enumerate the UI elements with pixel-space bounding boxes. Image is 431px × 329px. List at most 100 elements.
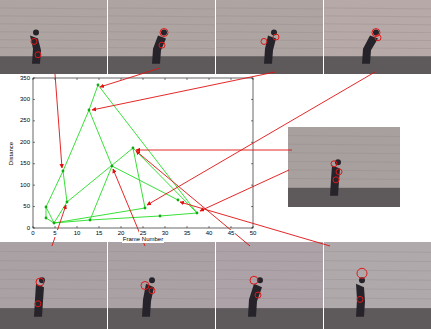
ground: [0, 56, 107, 74]
leader-arrow: [136, 150, 292, 151]
person: [34, 284, 44, 317]
wall: [108, 0, 215, 74]
graph-edge: [90, 216, 160, 220]
tick-label: 40: [205, 230, 214, 237]
wall: [324, 242, 431, 329]
graph-point: [62, 170, 65, 173]
tracking-circle: [250, 276, 258, 284]
y-tick: [251, 185, 253, 186]
graph-edge: [89, 110, 112, 166]
tick-label: 350: [19, 75, 31, 82]
y-tick: [251, 99, 253, 100]
wall: [288, 127, 400, 207]
wall-seam: [108, 298, 215, 299]
graph-edge: [63, 171, 67, 202]
tracking-circle: [255, 292, 261, 298]
ground: [108, 56, 215, 74]
leader-arrow: [100, 68, 160, 87]
wall-seam: [324, 251, 431, 252]
graph-point: [89, 219, 92, 222]
wall-seam: [0, 8, 107, 9]
graph-edge: [160, 213, 197, 216]
tracking-circle: [331, 161, 337, 167]
wall-seam: [216, 289, 323, 290]
axis-title: Distance: [9, 140, 16, 165]
graph-edge: [46, 171, 63, 207]
wall-seam: [0, 40, 107, 41]
wall-seam: [108, 251, 215, 252]
wall-seam: [0, 261, 107, 262]
wall: [0, 0, 107, 74]
x-tick: [165, 78, 166, 80]
y-tick: [33, 206, 35, 207]
graph-point: [196, 212, 199, 215]
video-frame: [108, 0, 215, 74]
graph-edge: [63, 110, 89, 171]
x-tick: [99, 226, 100, 228]
x-tick: [253, 78, 254, 80]
wall-seam: [216, 16, 323, 17]
wall-seam: [288, 144, 400, 145]
wall-seam: [0, 48, 107, 49]
tick-label: 50: [249, 230, 258, 237]
tick-label: 10: [73, 230, 82, 237]
x-tick: [77, 78, 78, 80]
graph-edge: [98, 85, 197, 213]
wall-seam: [288, 178, 400, 179]
tracking-circle: [149, 288, 155, 294]
wall-seam: [216, 279, 323, 280]
tick-label: 300: [19, 96, 31, 103]
x-tick: [187, 226, 188, 228]
graph-point: [97, 84, 100, 87]
graph-point: [88, 109, 91, 112]
video-frame: [324, 242, 431, 329]
video-frame: [108, 242, 215, 329]
person-head: [335, 159, 341, 165]
graph-point: [45, 206, 48, 209]
wall: [324, 0, 431, 74]
wall: [0, 242, 107, 329]
graph-point: [111, 165, 114, 168]
tracking-circle: [35, 52, 41, 58]
leader-arrow: [147, 72, 375, 205]
wall-seam: [108, 279, 215, 280]
wall-seam: [324, 289, 431, 290]
wall-seam: [0, 289, 107, 290]
wall-seam: [216, 251, 323, 252]
tracking-circle: [333, 177, 339, 183]
wall-seam: [108, 261, 215, 262]
y-tick: [33, 163, 35, 164]
tracking-circle: [160, 29, 168, 37]
tick-label: 100: [19, 182, 31, 189]
wall-seam: [216, 298, 323, 299]
tracking-circle: [273, 34, 279, 40]
graph-edge: [112, 166, 178, 200]
leader-arrow: [55, 74, 62, 168]
y-tick: [251, 206, 253, 207]
tick-label: 5: [52, 230, 57, 237]
wall-seam: [216, 270, 323, 271]
x-tick: [209, 226, 210, 228]
tick-label: 200: [19, 139, 31, 146]
ground: [324, 56, 431, 74]
tracking-circle: [375, 35, 381, 41]
y-tick: [251, 78, 253, 79]
leader-arrow: [52, 205, 66, 246]
wall-seam: [0, 298, 107, 299]
tracking-circle: [357, 268, 367, 278]
y-tick: [251, 142, 253, 143]
axis-title: Frame Number: [122, 236, 164, 243]
tick-label: 45: [227, 230, 236, 237]
graph-edge: [90, 166, 112, 220]
graph-point: [159, 215, 162, 218]
tracking-circle: [36, 278, 44, 286]
wall-seam: [108, 16, 215, 17]
wall: [108, 242, 215, 329]
x-tick: [231, 226, 232, 228]
graph-edge: [46, 218, 54, 223]
x-tick: [33, 226, 34, 228]
wall-seam: [324, 24, 431, 25]
y-tick: [33, 78, 35, 79]
y-tick: [33, 228, 35, 229]
